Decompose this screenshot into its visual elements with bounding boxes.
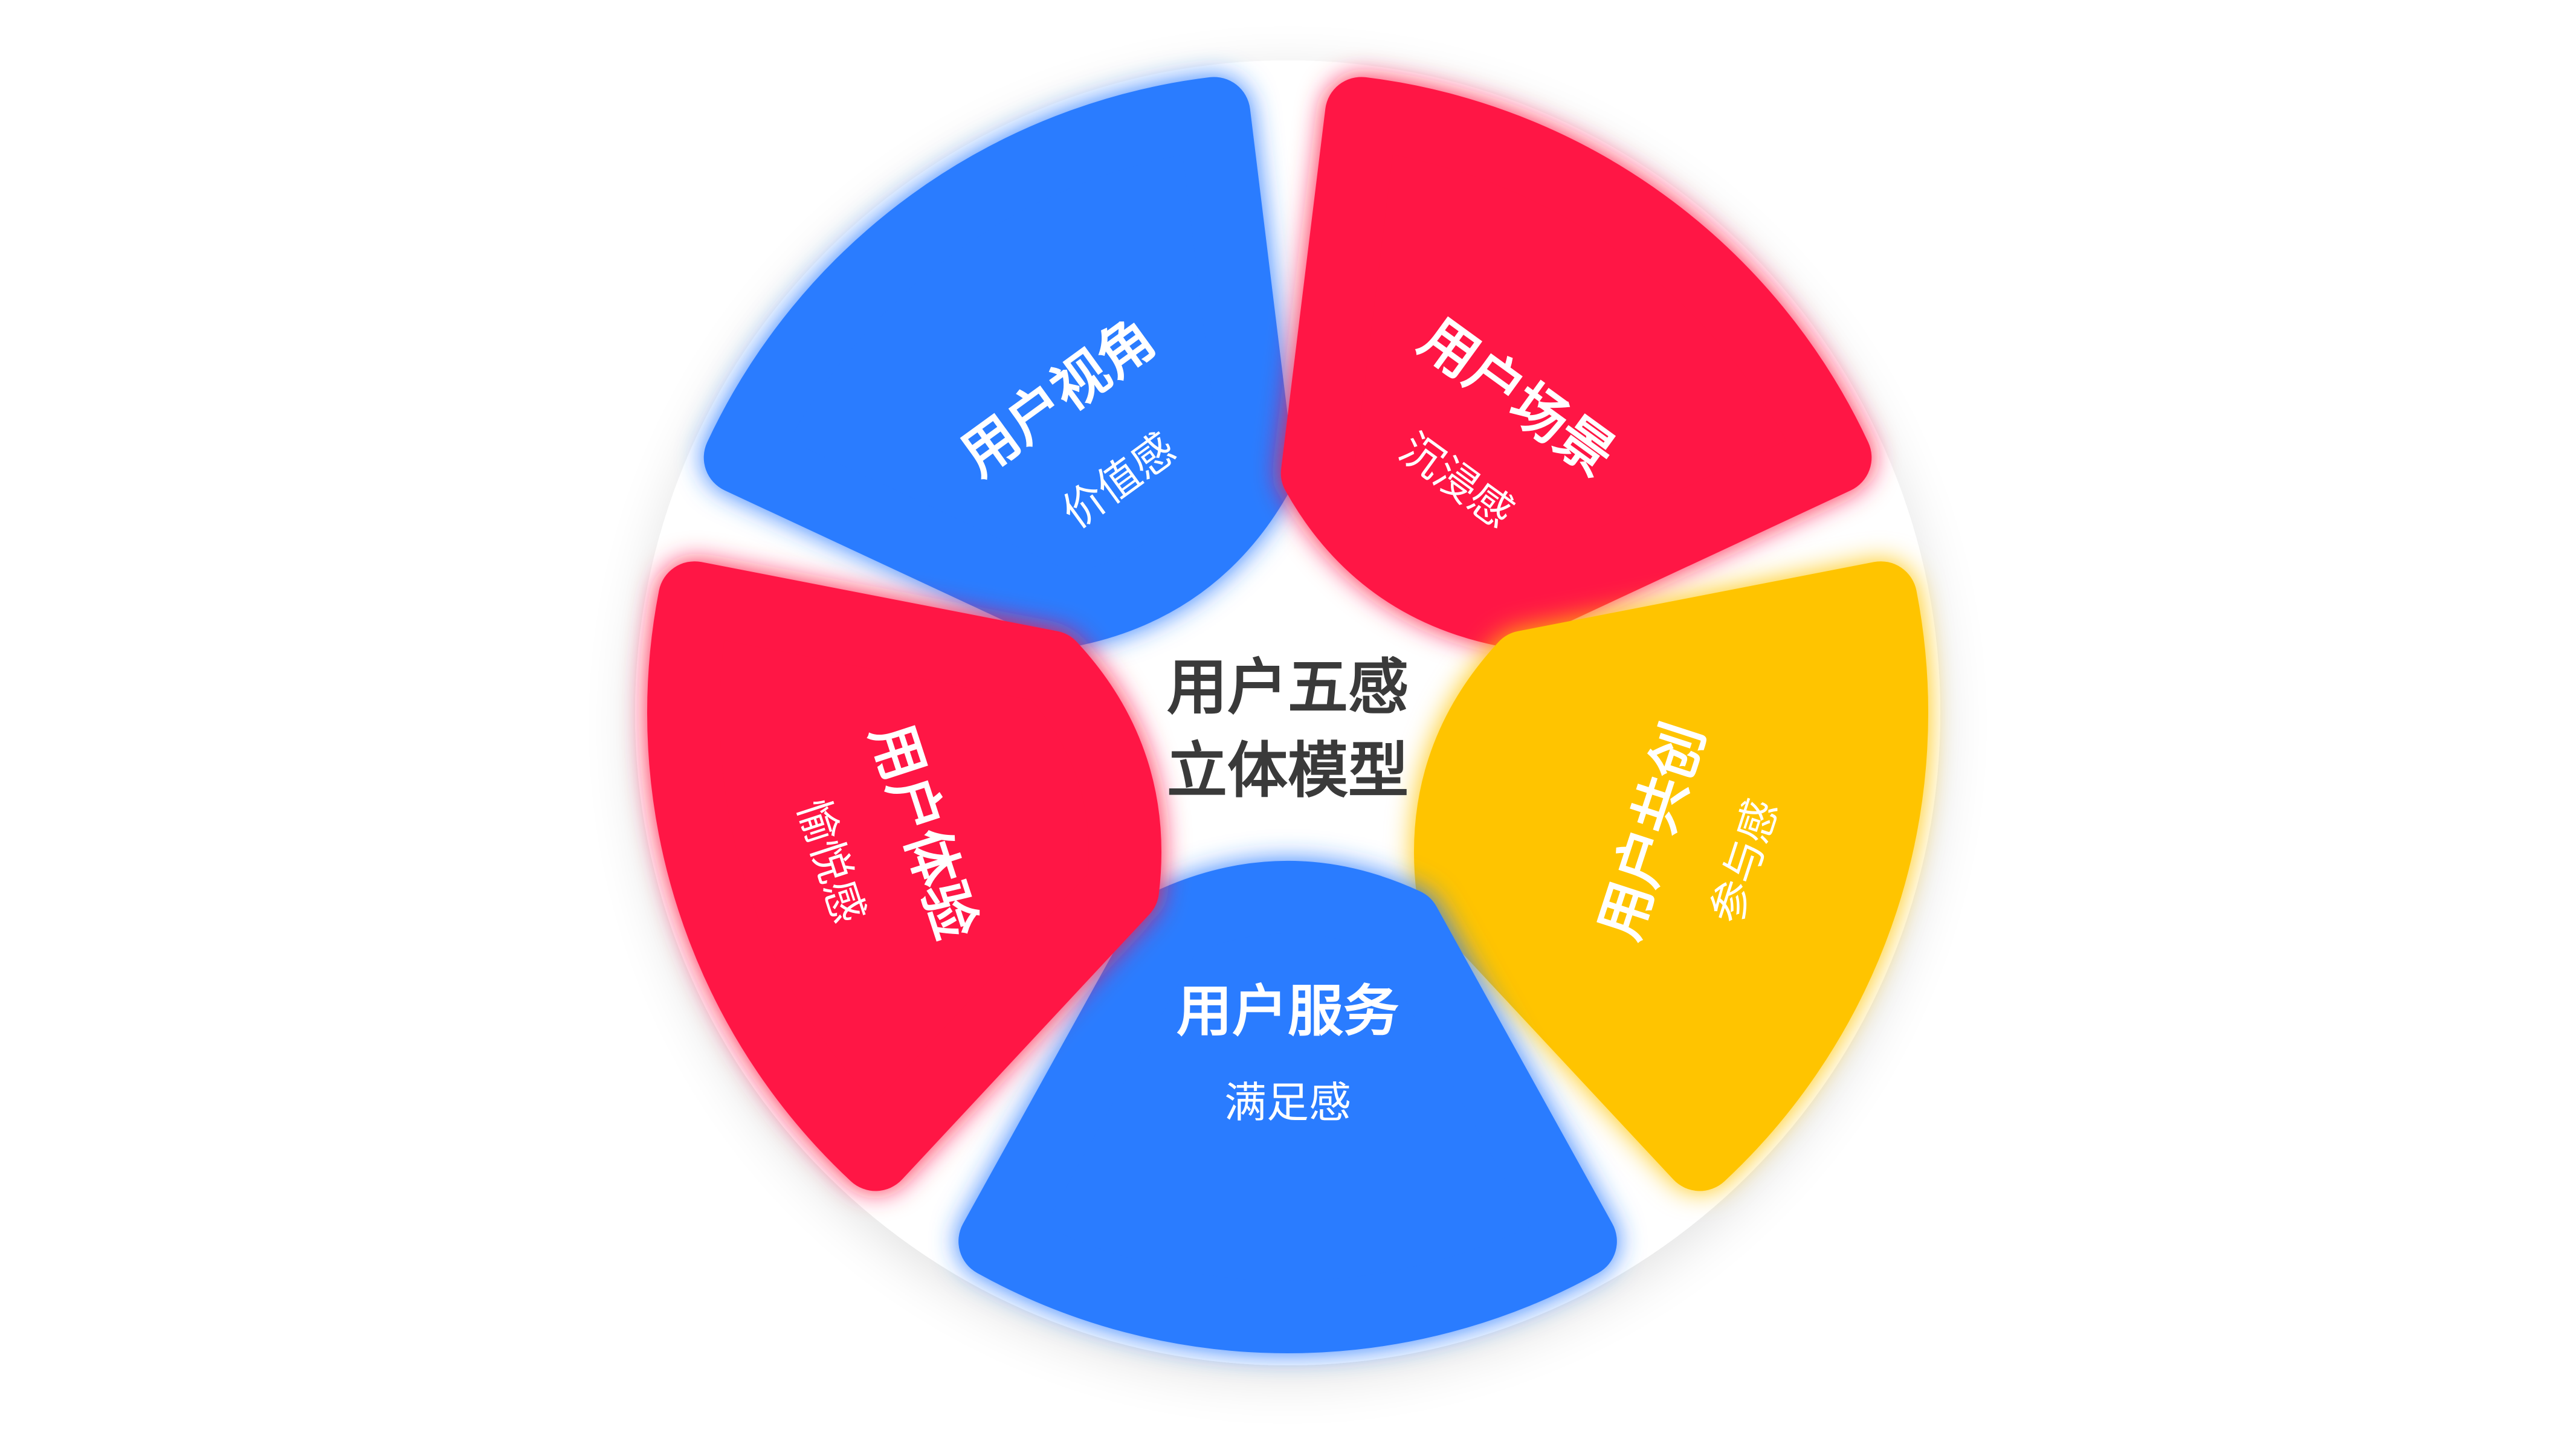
segment-shape-top-left: [703, 77, 1295, 647]
center-label: 用户五感 立体模型: [1167, 652, 1409, 806]
segment-subtitle-bottom: 满足感: [1224, 1078, 1351, 1127]
segment-shape-bottom: [958, 861, 1617, 1353]
segments-layer: 用户视角价值感用户场景沉浸感用户共创参与感用户服务满足感用户体验愉悦感: [647, 77, 1928, 1353]
center-title-line2: 立体模型: [1167, 735, 1409, 806]
segment-shape-right: [1414, 561, 1928, 1191]
segment-shape-top-right: [1280, 77, 1872, 647]
segment-shape-left: [647, 561, 1161, 1191]
center-title-line1: 用户五感: [1167, 652, 1409, 723]
segment-title-bottom: 用户服务: [1177, 979, 1399, 1043]
